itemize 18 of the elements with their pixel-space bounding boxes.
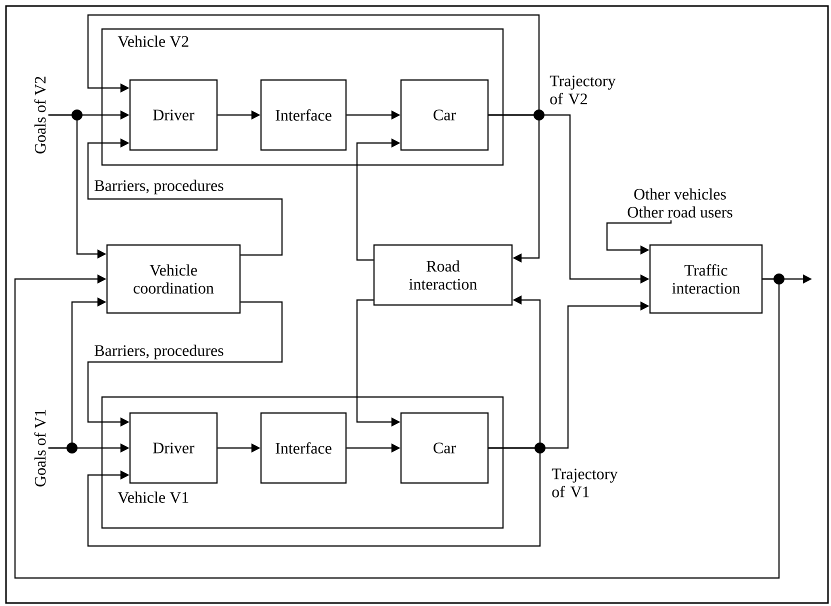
block-box: Car (400, 79, 489, 151)
block-box: Traffic interaction (649, 244, 763, 314)
input-label: Goals of V1 (34, 410, 46, 486)
block-box: Driver (129, 79, 218, 151)
edge-label: Barriers, procedures (94, 344, 224, 360)
block-box: Interface (260, 79, 347, 151)
arrow (87, 138, 283, 256)
trajectory-label: Trajectory of V1 (552, 468, 618, 498)
block-box: Car (400, 412, 489, 484)
input-label: Goals of V2 (34, 76, 46, 154)
input-label: Other vehicles Other road users (628, 188, 732, 218)
block-box: Driver (129, 412, 218, 484)
trajectory-label: Trajectory of V2 (550, 76, 616, 104)
block-box: Road interaction (373, 244, 513, 306)
block-box: Vehicle coordination (106, 244, 241, 314)
arrow (14, 274, 780, 579)
edge-label: Barriers, procedures (94, 180, 224, 194)
block-box: Interface (260, 412, 347, 484)
